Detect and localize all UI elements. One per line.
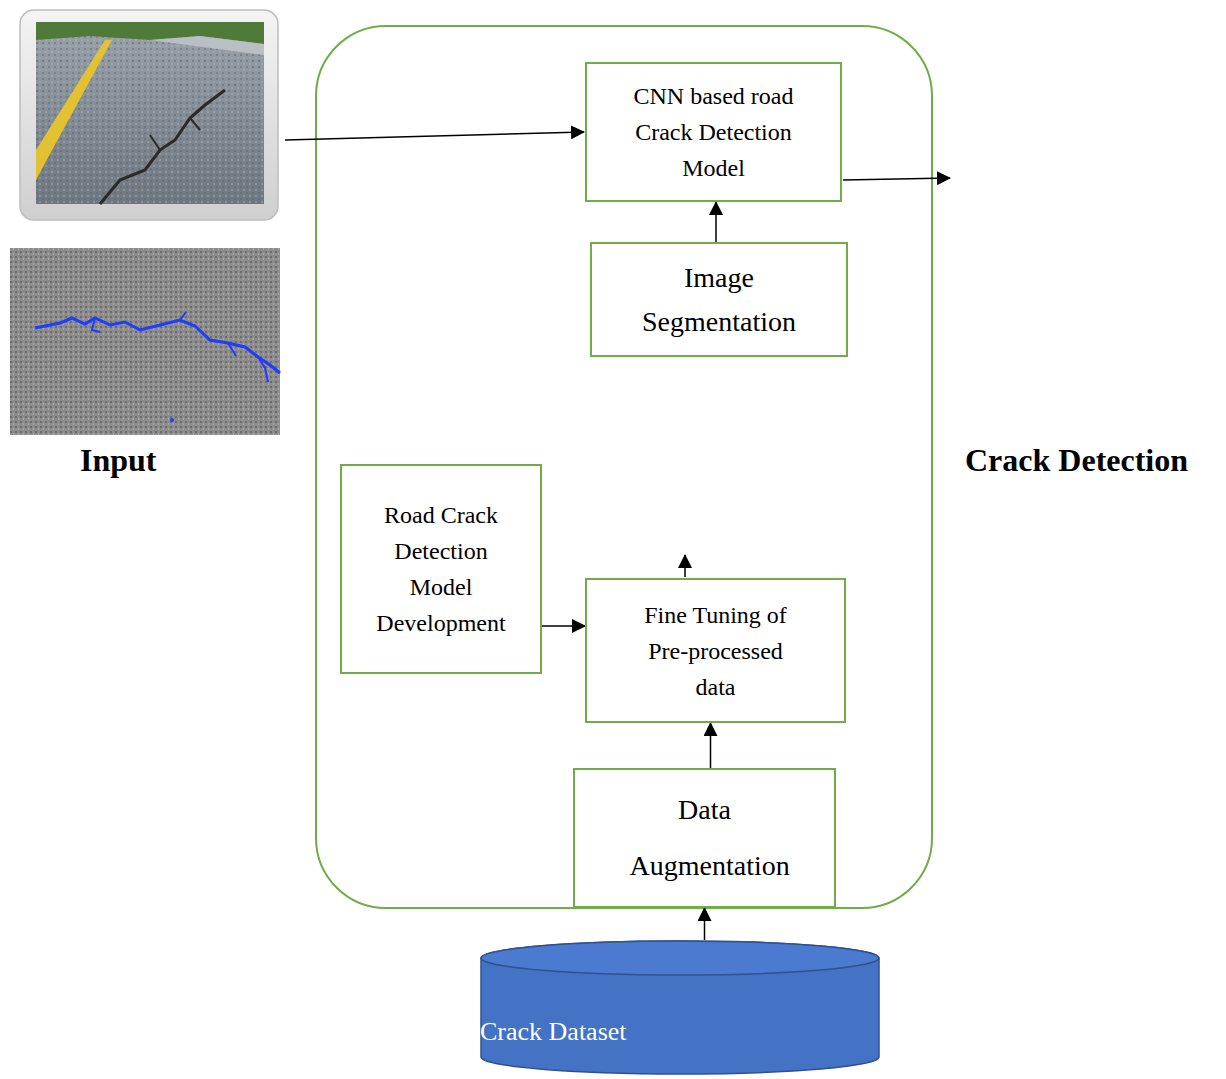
stub-arrow — [684, 555, 686, 577]
output-arrow — [843, 178, 950, 180]
box-text: CNN based road Crack Detection Model — [614, 78, 814, 186]
container-outline — [316, 26, 932, 908]
side-label: Input — [80, 442, 157, 479]
box-text: Road Crack Detection Model Development — [361, 497, 521, 641]
process-box: CNN based road Crack Detection Model — [585, 62, 842, 202]
box-text: Crack Dataset — [480, 1015, 627, 1049]
process-box: Fine Tuning of Pre-processed data — [585, 578, 846, 723]
arrow-connector — [715, 202, 717, 242]
process-box: Image Segmentation — [590, 242, 848, 357]
input-arrow — [285, 132, 584, 140]
side-label: Crack Detection — [965, 442, 1188, 479]
arrow-connector — [704, 908, 706, 940]
process-box: Data Augmentation — [573, 768, 836, 908]
box-text: Fine Tuning of Pre-processed data — [628, 597, 803, 705]
box-text: Data Augmentation — [630, 782, 780, 894]
process-box: Road Crack Detection Model Development — [340, 464, 542, 674]
arrow-connector — [542, 625, 585, 627]
arrow-connector — [710, 723, 712, 768]
box-text: Image Segmentation — [619, 256, 819, 343]
segmented-crack-image — [10, 248, 280, 435]
road-photo — [20, 10, 278, 220]
cylinder-shape — [480, 940, 880, 1075]
dataset-cylinder: Crack Dataset — [480, 940, 880, 1075]
